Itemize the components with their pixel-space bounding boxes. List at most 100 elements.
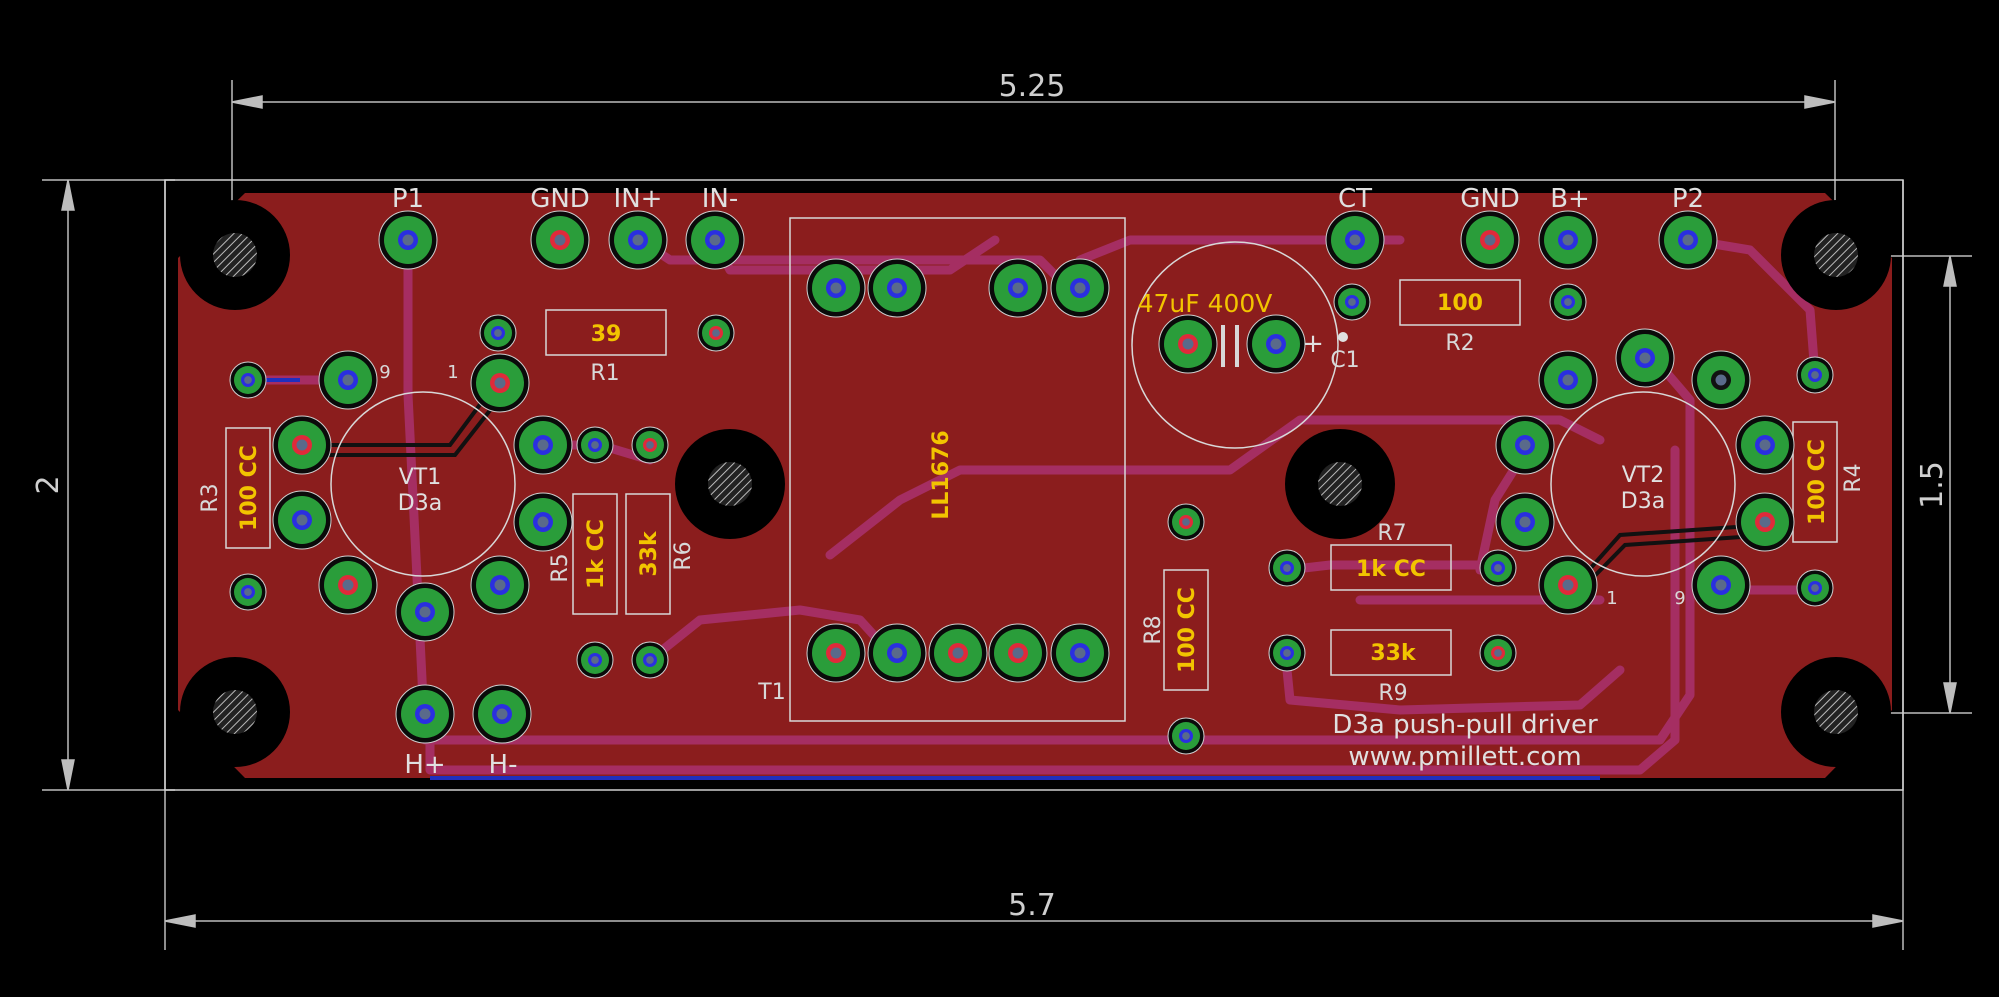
pad-r5-a <box>576 426 614 464</box>
pad-vt1-9 <box>318 350 378 410</box>
pad-r1-a <box>479 314 517 352</box>
value-c1: 47uF 400V <box>1138 289 1273 318</box>
mounting-holes <box>180 200 1891 767</box>
pad-t1-7 <box>928 623 988 683</box>
pads <box>229 210 1834 755</box>
pad-vt1-3 <box>513 415 573 475</box>
pad-vt2-a <box>1615 328 1675 388</box>
pad-gnd-left <box>530 210 590 270</box>
value-r3: 100 CC <box>237 445 262 531</box>
label-gnd-right: GND <box>1460 184 1520 214</box>
dimension-lines <box>42 80 1972 950</box>
value-r4: 100 CC <box>1805 439 1830 525</box>
type-vt1: D3a <box>398 491 442 516</box>
vt2-pin9-label: 9 <box>1674 588 1685 609</box>
pad-c1-pos <box>1246 314 1306 374</box>
pad-vt1-5 <box>513 492 573 552</box>
label-b-plus: B+ <box>1550 184 1590 214</box>
ref-r1: R1 <box>590 361 619 386</box>
ref-r3: R3 <box>198 483 223 512</box>
pad-t1-2 <box>867 258 927 318</box>
board-website: www.pmillett.com <box>1348 742 1581 772</box>
label-h-plus: H+ <box>404 750 445 780</box>
pad-vt1-8 <box>395 582 455 642</box>
type-vt2: D3a <box>1621 489 1665 514</box>
pad-vt1-7 <box>470 555 530 615</box>
pad-vt2-i <box>1691 555 1751 615</box>
pad-vt2-h <box>1538 555 1598 615</box>
label-gnd-left: GND <box>530 184 590 214</box>
pad-vt2-g <box>1735 492 1795 552</box>
value-r8: 100 CC <box>1175 587 1200 673</box>
dimension-left: 2 <box>31 475 66 494</box>
pad-c1-neg <box>1158 314 1218 374</box>
pad-r4-b <box>1796 569 1834 607</box>
label-ct: CT <box>1338 184 1372 214</box>
pad-r3-b <box>229 573 267 611</box>
value-t1: LL1676 <box>929 430 954 519</box>
label-p2: P2 <box>1672 184 1704 214</box>
pad-t1-1 <box>806 258 866 318</box>
pad-p2 <box>1658 210 1718 270</box>
pad-r7-a <box>1268 549 1306 587</box>
pad-b-plus <box>1538 210 1598 270</box>
ref-c1: C1 <box>1330 348 1359 373</box>
dimension-top: 5.25 <box>999 69 1066 104</box>
pad-vt2-f <box>1495 492 1555 552</box>
pad-r6-a <box>631 426 669 464</box>
pad-r7-b <box>1479 549 1517 587</box>
pad-vt2-b <box>1538 350 1598 410</box>
pad-t1-8 <box>988 623 1048 683</box>
pad-vt1-1 <box>470 353 530 413</box>
pad-r2-b <box>1549 283 1587 321</box>
pad-r9-a <box>1268 634 1306 672</box>
ref-r5: R5 <box>548 553 573 582</box>
pad-r4-a <box>1796 356 1834 394</box>
board-outline <box>164 179 1904 791</box>
value-r7: 1k CC <box>1356 557 1426 582</box>
value-r6: 33k <box>637 530 662 577</box>
ref-vt2: VT2 <box>1622 463 1665 488</box>
pad-vt1-2 <box>272 415 332 475</box>
pad-vt2-c <box>1691 350 1751 410</box>
ref-r6: R6 <box>671 541 696 570</box>
copper-pour <box>178 193 1892 778</box>
ref-r4: R4 <box>1841 463 1866 492</box>
label-h-minus: H- <box>489 750 518 780</box>
pad-p1 <box>378 210 438 270</box>
ref-t1: T1 <box>757 680 785 705</box>
pad-t1-3 <box>988 258 1048 318</box>
pad-r1-b <box>697 314 735 352</box>
pad-ct <box>1325 210 1385 270</box>
pad-r6-b <box>631 641 669 679</box>
pad-h-plus <box>395 684 455 744</box>
pad-vt1-4 <box>272 490 332 550</box>
pad-h-minus <box>472 684 532 744</box>
pad-in-minus <box>685 210 745 270</box>
ref-r9: R9 <box>1378 681 1407 706</box>
value-r1: 39 <box>591 322 622 347</box>
pad-vt2-e <box>1735 415 1795 475</box>
pad-gnd-right <box>1460 210 1520 270</box>
pad-r9-b <box>1479 634 1517 672</box>
vt1-pin9-label: 9 <box>379 362 390 383</box>
pad-r2-a <box>1333 283 1371 321</box>
ref-vt1: VT1 <box>399 465 442 490</box>
pad-vt1-6 <box>318 555 378 615</box>
capacitor-plus-mark: + <box>1302 329 1324 359</box>
vt1-pin1-label: 1 <box>447 362 458 383</box>
dimension-right: 1.5 <box>1915 461 1950 509</box>
pad-r8-b <box>1167 717 1205 755</box>
pad-t1-6 <box>867 623 927 683</box>
ref-r8: R8 <box>1141 615 1166 644</box>
value-r9: 33k <box>1370 641 1417 666</box>
pad-r5-b <box>576 641 614 679</box>
silkscreen <box>225 217 1838 722</box>
pad-t1-9 <box>1050 623 1110 683</box>
pad-t1-4 <box>1050 258 1110 318</box>
pad-vt2-d <box>1495 415 1555 475</box>
board-title: D3a push-pull driver <box>1332 710 1598 740</box>
pad-r3-a <box>229 361 267 399</box>
label-in-plus: IN+ <box>614 184 663 214</box>
